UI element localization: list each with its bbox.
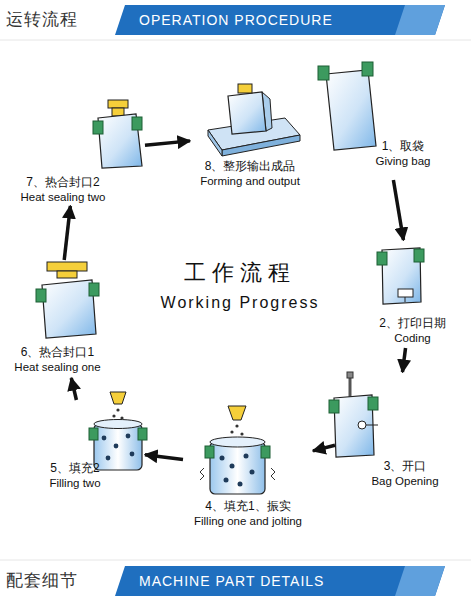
material-particle	[102, 436, 107, 441]
process-step: 3、开口Bag Opening	[335, 372, 455, 488]
bag-spout	[238, 84, 252, 93]
gripper-clip	[318, 66, 329, 80]
banner-shape	[115, 5, 445, 35]
vibration-mark	[200, 468, 204, 480]
material-particle	[116, 408, 119, 411]
diagram-subheading: Working Progress	[130, 294, 350, 312]
suction-cup	[358, 421, 366, 429]
sealing-bar	[47, 262, 87, 271]
material-particle	[250, 470, 255, 475]
filling-container	[94, 424, 142, 470]
section-banner: OPERATION PROCEDURE	[115, 5, 445, 35]
filling-funnel	[110, 392, 126, 404]
step-subtitle: Filling one and jolting	[183, 514, 313, 529]
banner-shape	[115, 566, 445, 596]
material-particle	[126, 434, 131, 439]
step-subtitle: Heat sealing one	[10, 360, 105, 375]
flow-arrow	[393, 180, 403, 240]
step-title: 6、热合封口1	[10, 345, 105, 360]
material-particle	[106, 456, 111, 461]
banner-text: MACHINE PART DETAILS	[139, 566, 439, 596]
date-stamp	[398, 289, 413, 297]
gripper-clip	[414, 249, 424, 262]
flow-arrow	[64, 206, 70, 260]
process-step: 1、取袋Giving bag	[318, 68, 450, 180]
material-particle	[114, 444, 119, 449]
process-step: 2、打印日期Coding	[370, 240, 455, 348]
gripper-clip	[89, 428, 98, 440]
gripper-clip	[329, 400, 339, 413]
divider-line	[0, 40, 471, 41]
gripper-clip	[362, 62, 373, 76]
step-subtitle: Bag Opening	[355, 474, 455, 489]
gripper-clip	[36, 289, 46, 302]
process-step: 4、填充1、振实Filling one and jolting	[183, 405, 313, 530]
filling-container	[210, 442, 265, 494]
step-subtitle: Coding	[370, 331, 455, 346]
step-title: 8、整形输出成品	[190, 159, 310, 174]
section-heading: 配套细节	[6, 569, 106, 592]
process-step: 6、热合封口1Heat sealing one	[10, 260, 105, 378]
banner-shape	[395, 566, 445, 596]
filling-container	[94, 420, 142, 429]
flow-arrow	[145, 455, 183, 460]
gripper-clip	[132, 117, 142, 130]
bag-illustration	[326, 70, 376, 150]
banner-shape	[395, 5, 445, 35]
section-heading: 运转流程	[6, 8, 106, 31]
bag-illustration	[98, 114, 142, 168]
finished-bag	[228, 92, 266, 134]
output-conveyor	[222, 135, 300, 156]
material-particle	[230, 464, 235, 469]
suction-cup	[366, 425, 378, 426]
sealing-bar	[108, 100, 128, 108]
filling-funnel	[228, 406, 246, 420]
step-subtitle: Filling two	[35, 476, 115, 491]
sealing-bar	[57, 271, 77, 278]
vibration-mark	[271, 468, 275, 480]
gripper-clip	[138, 428, 147, 440]
flow-arrow	[71, 378, 76, 400]
gripper-clip	[377, 252, 387, 265]
date-stamp	[405, 297, 406, 302]
banner-text: OPERATION PROCEDURE	[139, 5, 439, 35]
gripper-clip	[261, 446, 270, 458]
material-particle	[238, 482, 243, 487]
flow-arrow	[145, 141, 190, 145]
divider-line	[0, 560, 471, 561]
process-step: 8、整形输出成品Forming and output	[190, 82, 310, 188]
material-particle	[240, 432, 243, 435]
step-subtitle: Heat sealing two	[8, 190, 118, 205]
gripper-clip	[89, 283, 99, 296]
flow-arrow	[402, 348, 405, 372]
material-particle	[220, 456, 225, 461]
step-title: 1、取袋	[360, 139, 446, 154]
process-step: 7、热合封口2Heat sealing two	[8, 98, 145, 206]
step-title: 4、填充1、振实	[183, 499, 313, 514]
diagram-heading: 工作流程	[160, 258, 320, 288]
filling-container	[210, 437, 265, 447]
step-title: 3、开口	[355, 459, 455, 474]
opening-rod	[347, 372, 353, 378]
sealing-bar	[112, 108, 124, 116]
process-step: 5、填充2Filling two	[30, 400, 145, 495]
step-title: 2、打印日期	[370, 316, 455, 331]
gripper-clip	[205, 446, 214, 458]
material-particle	[112, 414, 115, 417]
step-title: 5、填充2	[35, 461, 115, 476]
output-conveyor	[208, 130, 222, 156]
step-subtitle: Giving bag	[360, 154, 446, 169]
material-particle	[235, 424, 238, 427]
bag-illustration	[42, 280, 96, 338]
flow-arrow	[313, 445, 335, 451]
material-particle	[224, 478, 229, 483]
material-particle	[244, 454, 249, 459]
material-particle	[230, 430, 233, 433]
material-particle	[130, 452, 135, 457]
step-title: 7、热合封口2	[8, 175, 118, 190]
step-subtitle: Forming and output	[190, 174, 310, 189]
section-banner: MACHINE PART DETAILS	[115, 566, 445, 596]
gripper-clip	[368, 397, 378, 410]
gripper-clip	[93, 121, 103, 134]
